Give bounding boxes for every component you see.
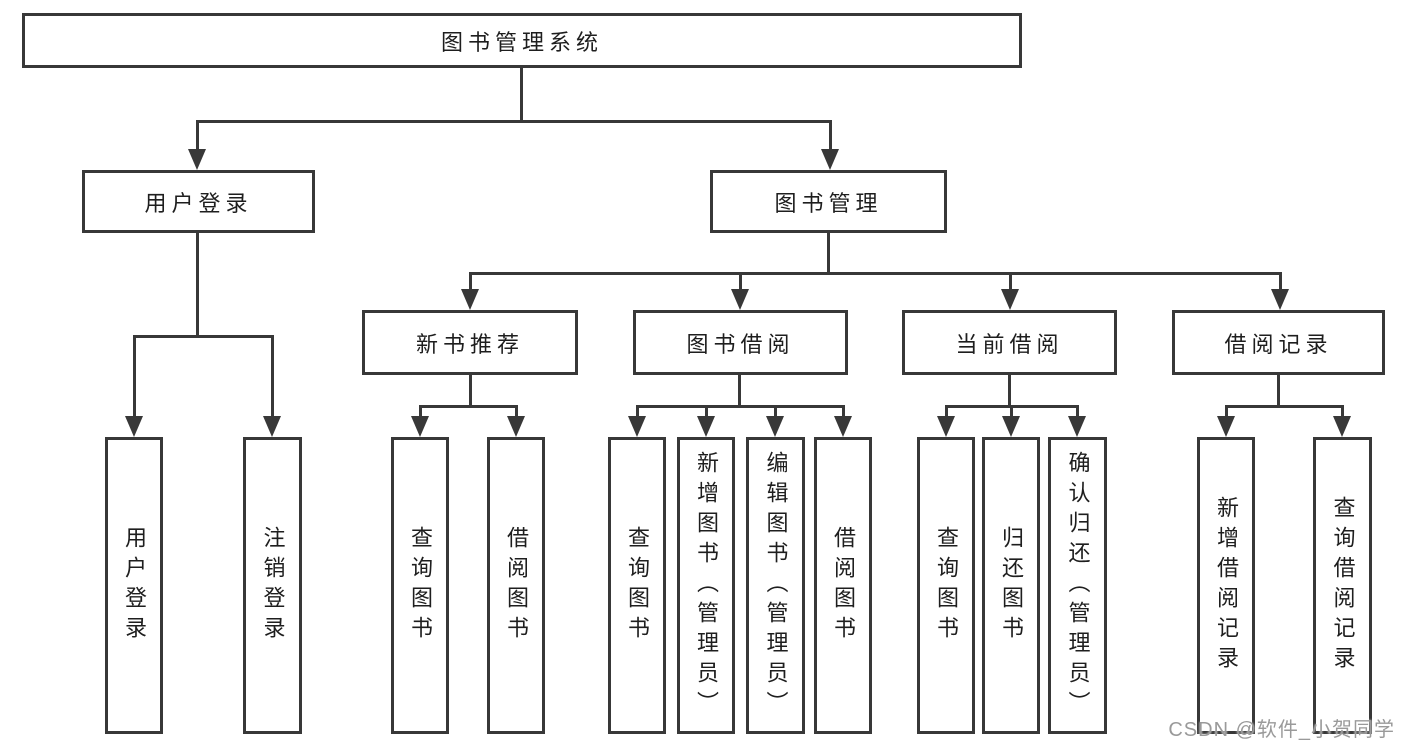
connector-line [739, 274, 742, 289]
leaf-current-query-book-label: 查询图书 [934, 525, 959, 646]
arrow-down-icon [766, 416, 784, 437]
leaf-current-query-book: 查询图书 [917, 437, 975, 734]
connector-line [419, 405, 518, 408]
node-current-borrow: 当前借阅 [902, 310, 1117, 375]
arrow-down-icon [507, 416, 525, 437]
connector-line [827, 233, 830, 274]
arrow-down-icon [188, 149, 206, 170]
connector-line [520, 68, 523, 120]
node-user-login-label: 用户登录 [144, 190, 253, 216]
arrow-down-icon [937, 416, 955, 437]
leaf-logout: 注销登录 [243, 437, 302, 734]
arrow-down-icon [1002, 416, 1020, 437]
leaf-newbook-query-book-label: 查询图书 [408, 525, 433, 646]
leaf-borrow-edit-book-admin-label: 编辑图书（管理员） [763, 450, 789, 721]
arrow-down-icon [1068, 416, 1086, 437]
node-book-management-label: 图书管理 [774, 190, 883, 216]
connector-line [419, 405, 422, 417]
leaf-record-query-borrow-record: 查询借阅记录 [1313, 437, 1372, 734]
watermark: CSDN @软件_小贺同学 [1168, 719, 1395, 741]
connector-line [1009, 274, 1012, 289]
leaf-newbook-query-book: 查询图书 [391, 437, 449, 734]
connector-line [469, 274, 472, 289]
arrow-down-icon [411, 416, 429, 437]
leaf-current-return-book-label: 归还图书 [999, 525, 1024, 646]
connector-line [1277, 375, 1280, 408]
connector-line [945, 405, 948, 417]
leaf-borrow-add-book-admin: 新增图书（管理员） [677, 437, 735, 734]
connector-line [1225, 405, 1228, 417]
arrow-down-icon [1333, 416, 1351, 437]
connector-line [1279, 274, 1282, 289]
leaf-record-add-borrow-record: 新增借阅记录 [1197, 437, 1255, 734]
leaf-borrow-borrow-book: 借阅图书 [814, 437, 872, 734]
connector-line [133, 335, 136, 416]
arrow-down-icon [628, 416, 646, 437]
leaf-borrow-edit-book-admin: 编辑图书（管理员） [746, 437, 805, 734]
arrow-down-icon [263, 416, 281, 437]
leaf-borrow-borrow-book-label: 借阅图书 [831, 525, 856, 646]
arrow-down-icon [697, 416, 715, 437]
node-current-borrow-label: 当前借阅 [955, 331, 1064, 357]
leaf-record-add-borrow-record-label: 新增借阅记录 [1214, 495, 1239, 676]
node-book-management: 图书管理 [710, 170, 947, 233]
connector-line [133, 335, 274, 338]
node-borrow-record: 借阅记录 [1172, 310, 1385, 375]
arrow-down-icon [1217, 416, 1235, 437]
leaf-borrow-add-book-admin-label: 新增图书（管理员） [694, 450, 719, 721]
connector-line [774, 405, 777, 417]
node-book-borrow-label: 图书借阅 [686, 331, 795, 357]
leaf-user-login-label: 用户登录 [122, 525, 147, 646]
connector-line [1341, 405, 1344, 417]
arrow-down-icon [731, 289, 749, 310]
leaf-borrow-query-book-label: 查询图书 [625, 525, 650, 646]
connector-line [842, 405, 845, 417]
node-new-book-recommend-label: 新书推荐 [415, 331, 524, 357]
node-root: 图书管理系统 [22, 13, 1022, 68]
arrow-down-icon [1271, 289, 1289, 310]
arrow-down-icon [821, 149, 839, 170]
connector-line [196, 120, 832, 123]
leaf-newbook-borrow-book-label: 借阅图书 [504, 525, 529, 646]
leaf-record-query-borrow-record-label: 查询借阅记录 [1330, 495, 1356, 676]
connector-line [636, 405, 845, 408]
connector-line [196, 233, 199, 335]
connector-line [829, 120, 832, 150]
connector-line [1008, 375, 1011, 408]
leaf-newbook-borrow-book: 借阅图书 [487, 437, 545, 734]
connector-line [469, 272, 1282, 275]
connector-line [1225, 405, 1344, 408]
connector-line [515, 405, 518, 417]
connector-line [1010, 405, 1013, 417]
arrow-down-icon [125, 416, 143, 437]
leaf-current-return-book: 归还图书 [982, 437, 1040, 734]
arrow-down-icon [461, 289, 479, 310]
connector-line [271, 335, 274, 416]
node-user-login: 用户登录 [82, 170, 315, 233]
node-borrow-record-label: 借阅记录 [1224, 331, 1333, 357]
leaf-user-login: 用户登录 [105, 437, 163, 734]
node-new-book-recommend: 新书推荐 [362, 310, 578, 375]
leaf-current-confirm-return-admin-label: 确认归还（管理员） [1065, 450, 1091, 721]
leaf-logout-label: 注销登录 [260, 525, 286, 646]
connector-line [636, 405, 639, 417]
arrow-down-icon [834, 416, 852, 437]
connector-line [196, 120, 199, 150]
node-book-borrow: 图书借阅 [633, 310, 848, 375]
arrow-down-icon [1001, 289, 1019, 310]
leaf-current-confirm-return-admin: 确认归还（管理员） [1048, 437, 1107, 734]
connector-line [469, 375, 472, 408]
connector-line [1076, 405, 1079, 417]
connector-line [738, 375, 741, 408]
leaf-borrow-query-book: 查询图书 [608, 437, 666, 734]
node-root-label: 图书管理系统 [440, 29, 603, 55]
connector-line [705, 405, 708, 417]
